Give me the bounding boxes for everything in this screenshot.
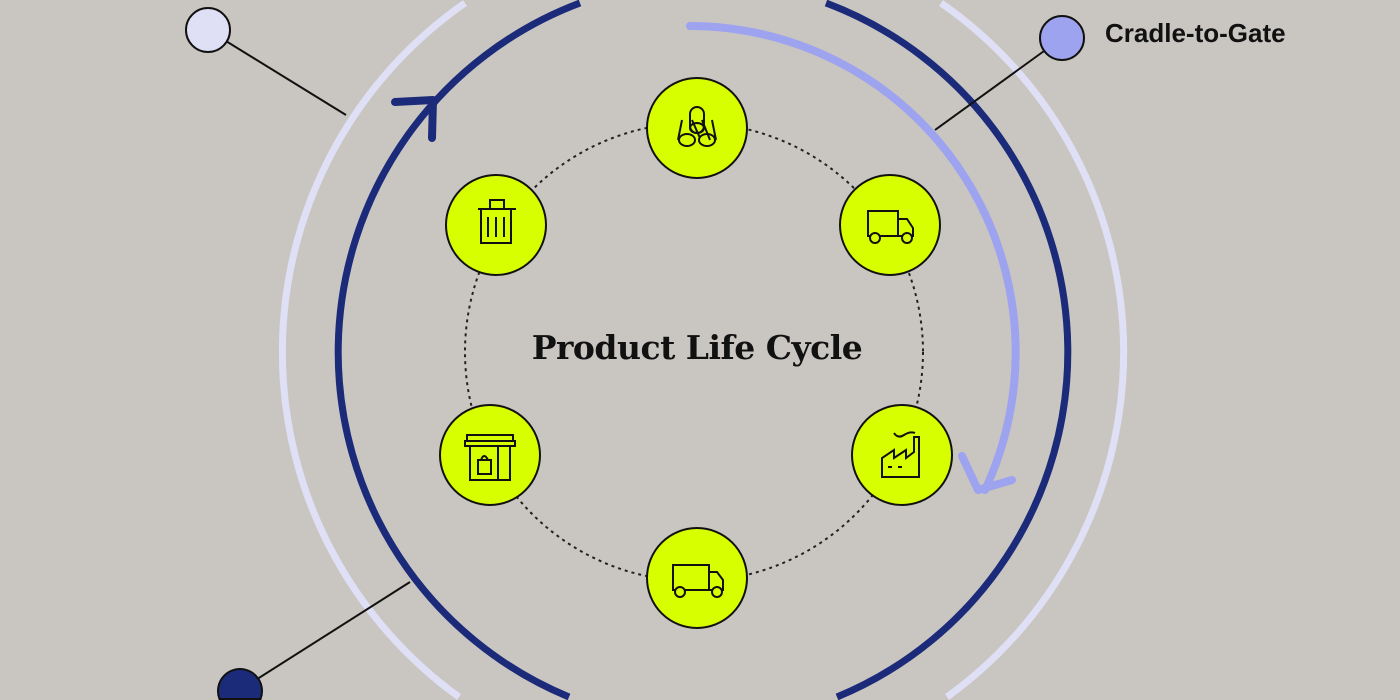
- connector-top-right: [934, 37, 1063, 131]
- navy-arrowhead-icon: [391, 96, 437, 142]
- raw-materials-icon: [677, 106, 717, 147]
- truck-icon: [867, 210, 914, 244]
- navy-ring: [334, 0, 1072, 700]
- trash-bin-icon: [478, 199, 516, 244]
- stage-distribution: [646, 527, 748, 629]
- stage-transport-inbound: [839, 174, 941, 276]
- cradle-to-gate-arc: [686, 22, 1020, 494]
- stage-raw-materials: [646, 77, 748, 179]
- stage-manufacturing: [851, 404, 953, 506]
- periwinkle-arrowhead-icon: [958, 452, 1016, 494]
- outer-light-ring: [278, 0, 1128, 700]
- connector-top-left: [207, 29, 347, 116]
- truck-icon: [672, 564, 724, 598]
- cradle-to-gate-label: Cradle-to-Gate: [1105, 18, 1286, 48]
- legend-dot-periwinkle: [1039, 15, 1085, 61]
- stage-retail: [439, 404, 541, 506]
- factory-icon: [881, 431, 920, 478]
- stage-end-of-life: [445, 174, 547, 276]
- connector-bottom-left: [239, 581, 411, 691]
- legend-dot-navy: [217, 668, 263, 700]
- diagram-title: Product Life Cycle: [531, 328, 863, 367]
- store-icon: [464, 434, 516, 481]
- legend-dot-light: [185, 7, 231, 53]
